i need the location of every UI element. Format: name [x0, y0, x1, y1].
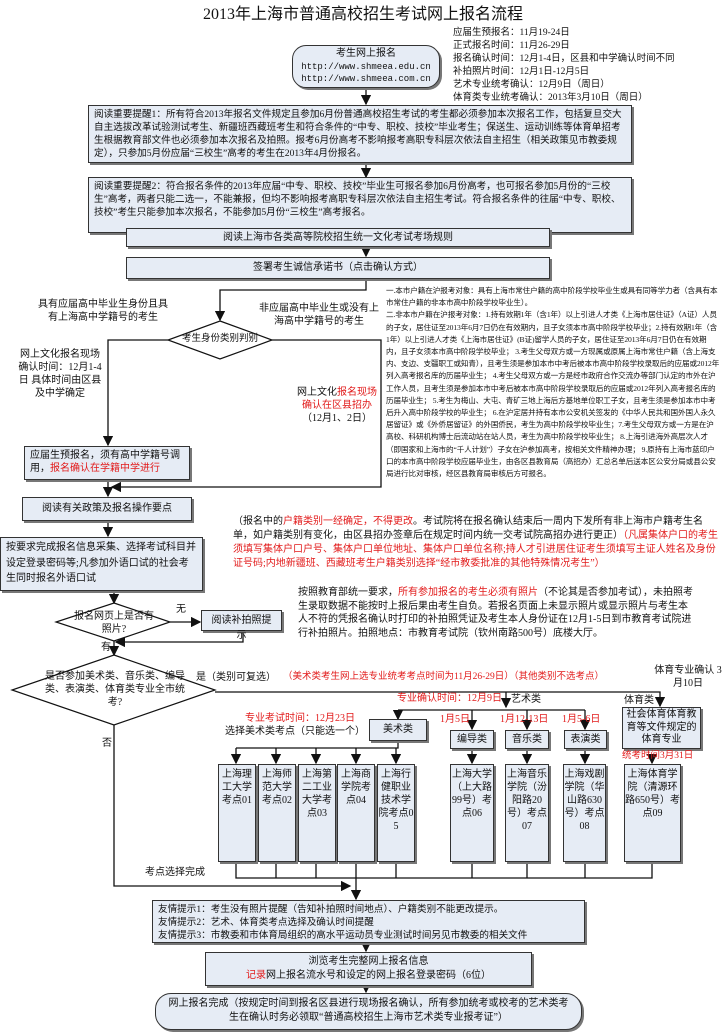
photo-tip-step: 阅读补拍照提示 — [201, 610, 282, 641]
text: （不论其是否参加考试），未拍照考生录取数据不能按时上报后果由考生自负。若报名页面… — [298, 587, 693, 639]
start-node: 考生网上报名 http://www.shmeea.edu.cn http://w… — [292, 45, 440, 88]
exam-site-05: 上海行健职业技术学院考点05 — [377, 764, 415, 862]
text-red: 报名确认在学籍中学进行 — [50, 463, 160, 474]
exam-rules-step: 阅读上海市各类高等院校招生统一文化考试考场规则 — [126, 228, 550, 247]
text: 应届生预报名，须有高中学籍号调用， — [30, 450, 180, 474]
arrow — [214, 280, 367, 322]
directing-category: 编导类 — [450, 730, 494, 749]
text-red: 户籍类别一经确定，不得更改 — [283, 516, 413, 527]
left-confirm-note: 网上文化报名现场确认时间：12月1-4日 具体时间由区县及中学确定 — [18, 349, 102, 399]
performance-date: 1月5-6日 — [562, 714, 601, 725]
text: 网上文化 — [297, 387, 337, 398]
art-decision-label: 是否参加美术类、音乐类、编导类、表演类、体育类专业全市统考? — [45, 671, 185, 708]
page-title: 2013年上海市普通高校招生考试网上报名流程 — [202, 6, 523, 23]
photo-decision-label: 报名网页上是否有照片? — [74, 611, 154, 635]
right-confirm-note: 网上文化报名现场确认在区县招办 （12月1、2日） — [294, 386, 380, 425]
text-red: 记录 — [246, 970, 266, 981]
exam-site-07: 上海音乐学院（汾阳路20号）考点07 — [505, 764, 549, 862]
performance-category: 表演类 — [564, 730, 607, 749]
text: 网上报名流水号和设定的网上报名登录密码（6位） — [266, 970, 491, 981]
text-red: 报名现场确认在区县招办 — [302, 387, 377, 411]
hukou-note: （报名中的户籍类别一经确定，不得更改。考试院将在报名确认结束后一周内下发所有非上… — [233, 515, 720, 571]
schedule-list: 应届生预报名：11月19-24日 正式报名时间：11月26-29日 报名确认时间… — [453, 27, 675, 105]
connector — [236, 741, 399, 749]
art-note: （美术类考生网上选专业统考考点时间为11月26-29日）（其他类别不选考点） — [283, 672, 605, 682]
fine-art-exam-time: 专业考试时间：12月23日 — [245, 713, 355, 724]
connector — [102, 339, 168, 447]
text: 。考试院将在报名确认结束后一周内下发所有非上海市户籍考生名单，如户籍类别有变化，… — [233, 516, 703, 541]
branch-right-label: 非应届高中毕业生或没有上海高中学籍号的考生 — [259, 303, 379, 327]
review-step: 浏览考生完整网上报名信息 记录网上报名流水号和设定的网上报名登录密码（6位） — [205, 952, 532, 986]
text-red: 所有参加报名的考生必须有照片 — [398, 587, 538, 598]
exam-site-03: 上海第二工业大学考点03 — [298, 764, 336, 862]
exam-site-09: 上海体育学院（清源环路650号）考点09 — [624, 764, 681, 862]
pledge-step: 签署考生诚信承诺书（点击确认方式） — [126, 257, 550, 279]
policy-text: 一.本市户籍在沪报考对象：具有上海市常住户籍的高中阶段学校毕业生或具有同等学力者… — [386, 286, 720, 479]
reminder-2: 阅读重要提醒2：符合报名条件的2013年应届“中专、职校、技校”毕业生可报名参加… — [88, 177, 632, 233]
reminder-1: 阅读重要提醒1：所有符合2013年报名文件规定且参加6月份普通高校招生考试的考生… — [88, 105, 632, 163]
directing-date: 1月5日 — [440, 714, 470, 725]
identity-decision-label: 考生身份类别判别 — [181, 334, 258, 344]
schedule-item: 应届生预报名：11月19-24日 — [453, 28, 570, 38]
url-edu[interactable]: http://www.shmeea.edu.cn — [301, 61, 431, 72]
schedule-item: 体育类专业统考确认：2013年3月10日（周日） — [453, 93, 648, 103]
sports-exam-date: 统考时间3月31日 — [622, 751, 694, 761]
text: （12月1、2日） — [302, 413, 372, 424]
connector — [114, 631, 244, 648]
read-policy-step: 阅读有关政策及报名操作要点 — [22, 497, 192, 521]
no-label: 否 — [102, 738, 112, 749]
pre-register-step: 应届生预报名，须有高中学籍号调用，报名确认在学籍中学进行 — [24, 446, 190, 480]
tip-item: 友情提示3：市教委和市体育局组织的高水平运动员专业测试时间另见市教委的相关文件 — [158, 930, 528, 941]
music-category: 音乐类 — [505, 730, 549, 749]
schedule-item: 正式报名时间：11月26-29日 — [453, 41, 570, 51]
text: 按照教育部统一要求， — [298, 587, 398, 598]
art-confirm-time: 专业确认时间：12月9日 — [397, 693, 502, 704]
sports-category-label: 体育类 — [624, 695, 654, 706]
tip-item: 友情提示2：艺术、体育类考点选择及确认时间提醒 — [158, 917, 374, 928]
branch-left-label: 具有应届高中毕业生身份且具有上海高中学籍号的考生 — [38, 299, 168, 323]
schedule-item: 报名确认时间：12月1-4日，区县和中学确认时间不同 — [453, 54, 675, 64]
photo-decision-diamond — [54, 602, 172, 642]
has-photo-label: 有 — [101, 642, 111, 653]
start-label: 考生网上报名 — [336, 48, 396, 59]
music-date: 1月12-13日 — [500, 714, 549, 725]
fine-art-category: 美术类 — [369, 719, 427, 741]
finish-node: 网上报名完成（按规定时间到报名区县进行现场报名确认，所有参加统考或校考的艺术类考… — [155, 993, 582, 1030]
url-com[interactable]: http://www.shmeea.com.cn — [301, 74, 431, 84]
text-red: （凡属集体户口的考生须填写集体户口户号、集体户口单位地址、集体户口单位名称;持人… — [233, 530, 718, 569]
connector — [215, 691, 666, 708]
art-decision-diamond — [10, 654, 217, 726]
text: （报名中的 — [233, 516, 283, 527]
friendly-tips: 友情提示1：考生没有照片提醒（告知补拍照时间地点）、户籍类别不能更改提示。 友情… — [152, 900, 585, 943]
tip-item: 友情提示1：考生没有照片提醒（告知补拍照时间地点）、户籍类别不能更改提示。 — [158, 904, 504, 915]
photo-note: 按照教育部统一要求，所有参加报名的考生必须有照片（不论其是否参加考试），未拍照考… — [298, 586, 693, 640]
identity-decision-diamond — [166, 320, 274, 360]
connector — [113, 725, 352, 892]
no-photo-label: 无 — [176, 604, 186, 615]
art-category-label: 艺术类 — [511, 694, 541, 705]
fine-art-choose-label: 选择美术类考点（只能选一个） — [225, 726, 365, 737]
exam-site-01: 上海理工大学考点01 — [218, 764, 256, 862]
schedule-item: 补拍照片时间：12月1日-12月5日 — [453, 67, 590, 77]
yes-multi-label: 是（类别可复选） — [196, 672, 276, 683]
collect-info-step: 按要求完成报名信息采集、选择考试科目并设定登录密码等;凡参加外语口试的社会考生同… — [0, 537, 203, 591]
connector — [110, 339, 382, 493]
exam-site-06: 上海大学（上大路99号）考点06 — [450, 764, 494, 862]
text: 浏览考生完整网上报名信息 — [308, 956, 429, 967]
selection-done-label: 考点选择完成 — [145, 867, 205, 878]
sports-category: 社会体育体育教育等文件规定的体育专业 — [622, 707, 701, 749]
sports-confirm-note: 体育专业确认 3月10日 — [654, 665, 722, 689]
schedule-item: 艺术专业统考确认：12月9日（周日） — [453, 80, 610, 90]
connector — [235, 862, 653, 879]
exam-site-08: 上海戏剧学院（华山路630号）考点08 — [563, 764, 606, 862]
exam-site-02: 上海师范大学考点02 — [258, 764, 296, 862]
exam-site-04: 上海商学院考点04 — [337, 764, 375, 862]
